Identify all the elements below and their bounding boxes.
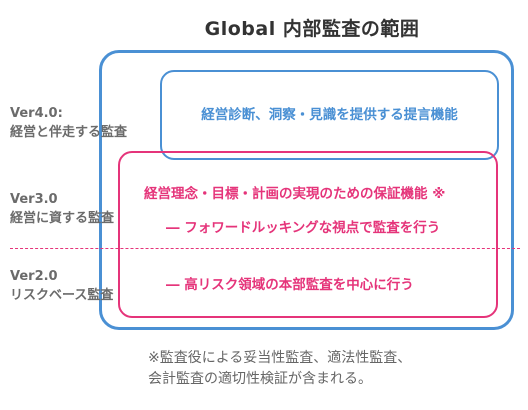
footnote-line-1: ※監査役による妥当性監査、適法性監査、 [148,350,412,366]
ver4-name: 経営と伴走する監査 [10,125,128,140]
global-scope-box [99,50,514,330]
footnote-line-2: 会計監査の適切性検証が含まれる。 [148,371,372,387]
ver4-version: Ver4.0: [10,106,63,121]
ver3-label: Ver3.0 経営に資する監査 [10,190,114,228]
ver2-divider-line [10,248,520,249]
ver2-label: Ver2.0 リスクベース監査 [10,267,113,305]
ver3-sub-description: ― フォワードルッキングな視点で監査を行う [166,220,441,236]
ver2-version: Ver2.0 [10,269,58,284]
ver4-description: 経営診断、洞察・見識を提供する提言機能 [201,107,458,123]
ver2-name: リスクベース監査 [10,288,114,303]
ver4-label: Ver4.0: 経営と伴走する監査 [10,104,127,142]
ver2-sub-description: ― 高リスク領域の本部監査を中心に行う [166,277,414,293]
ver4-scope-box [160,70,499,160]
ver3-version: Ver3.0 [10,192,58,207]
ver3-scope-box [118,151,498,318]
ver3-description: 経営理念・目標・計画の実現のための保証機能 ※ [144,186,446,202]
page-title: Global 内部監査の範囲 [204,18,420,40]
footnote: ※監査役による妥当性監査、適法性監査、 会計監査の適切性検証が含まれる。 [148,348,411,390]
ver3-name: 経営に資する監査 [10,211,115,226]
